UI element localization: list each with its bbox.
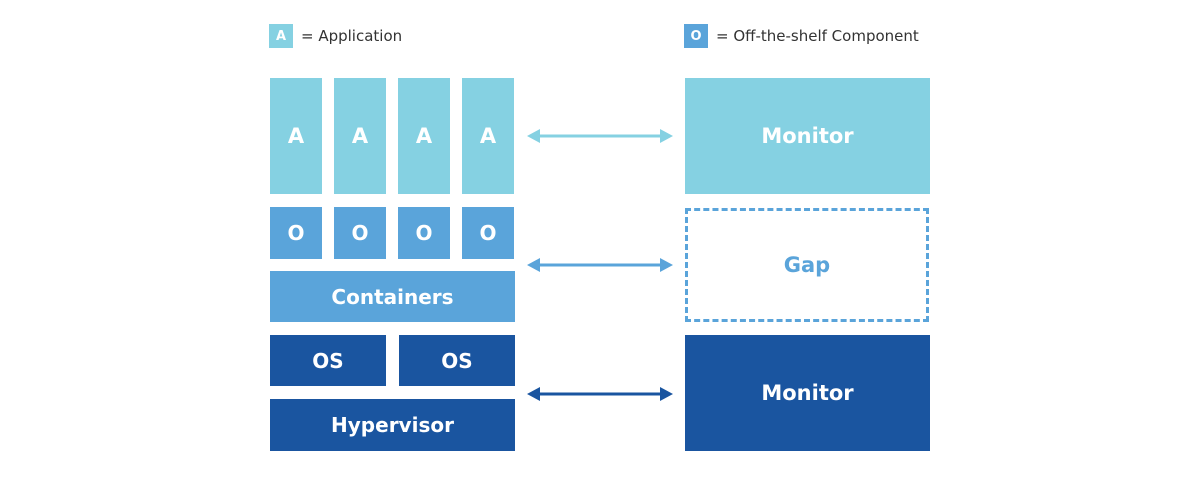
gap-box: Gap — [685, 208, 929, 322]
hypervisor-box: Hypervisor — [270, 399, 515, 451]
arrow-middle — [527, 258, 673, 272]
application-box-3: A — [398, 78, 450, 194]
application-box-4: A — [462, 78, 514, 194]
monitor-top-box: Monitor — [685, 78, 930, 194]
arrow-top — [527, 129, 673, 143]
off-the-shelf-legend-swatch: O — [684, 24, 708, 48]
component-box-2: O — [334, 207, 386, 259]
component-box-4: O — [462, 207, 514, 259]
application-legend-swatch: A — [269, 24, 293, 48]
application-box-1: A — [270, 78, 322, 194]
application-legend-label: = Application — [301, 27, 403, 45]
arrow-bottom — [527, 387, 673, 401]
application-box-2: A — [334, 78, 386, 194]
containers-box: Containers — [270, 271, 515, 322]
os-box-1: OS — [270, 335, 386, 386]
component-box-3: O — [398, 207, 450, 259]
off-the-shelf-legend-label: = Off-the-shelf Component — [716, 27, 919, 45]
monitor-bottom-box: Monitor — [685, 335, 930, 451]
os-box-2: OS — [399, 335, 515, 386]
component-box-1: O — [270, 207, 322, 259]
